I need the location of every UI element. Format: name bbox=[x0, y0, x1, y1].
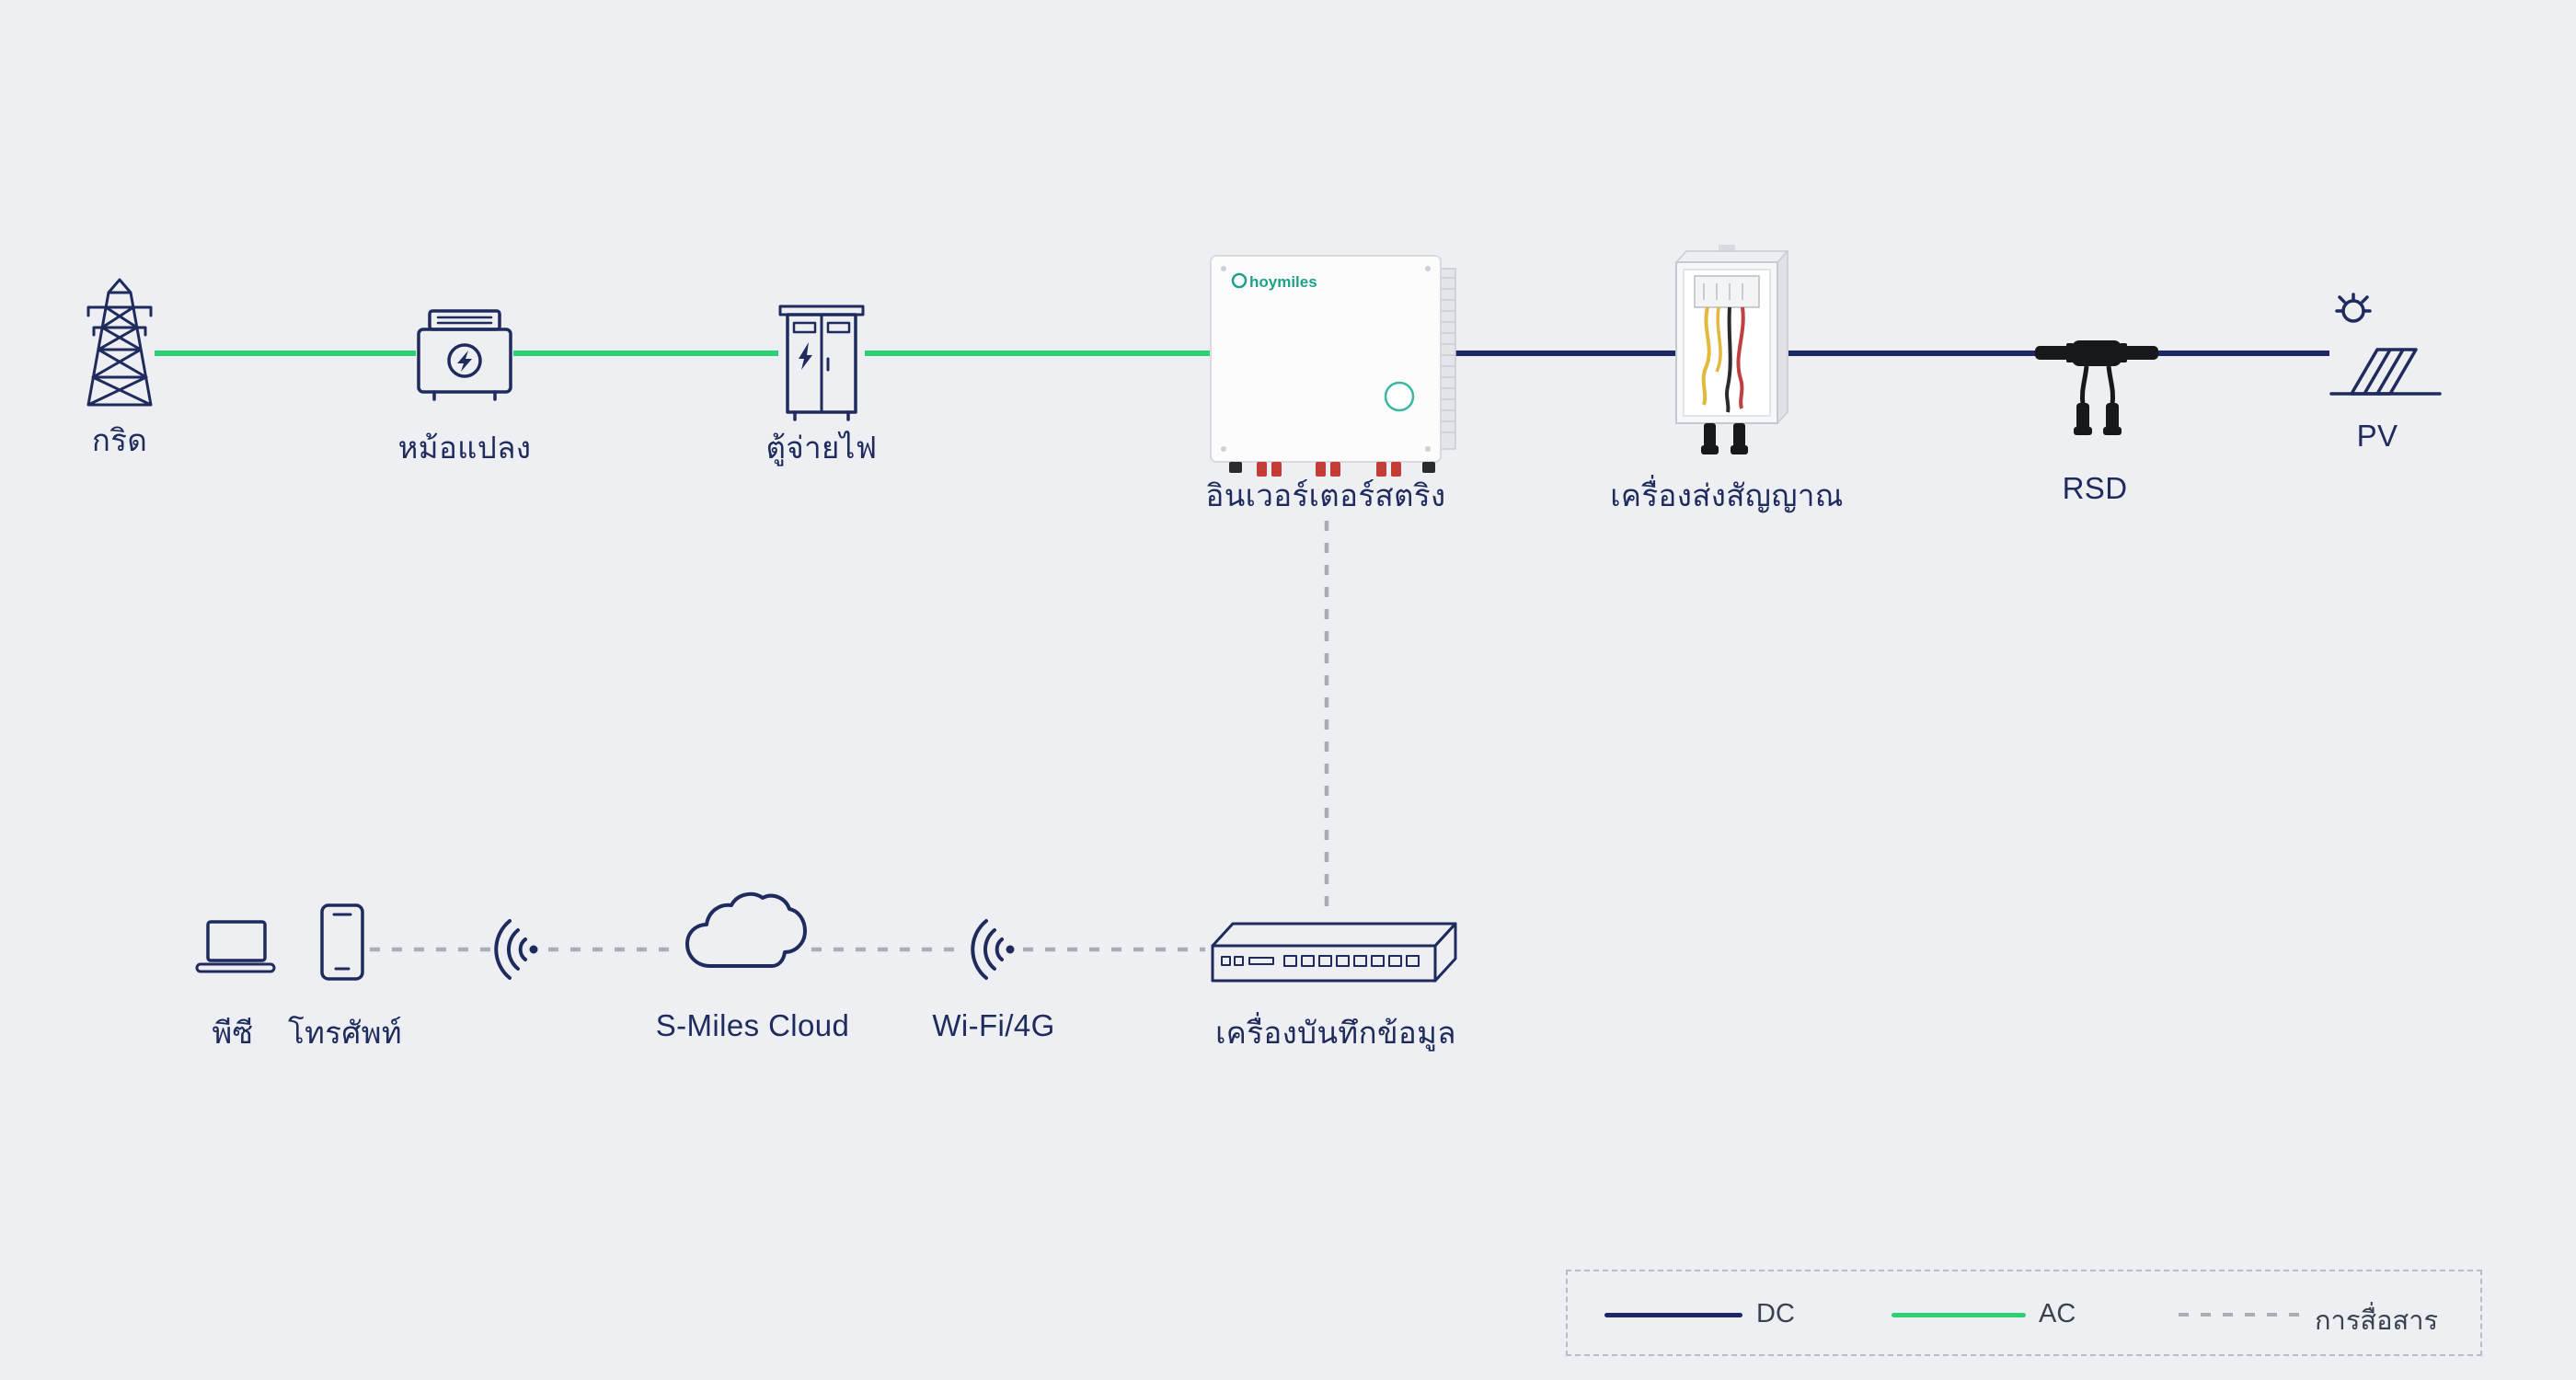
wifi-4g-signal-icon bbox=[971, 919, 1015, 980]
phone-icon bbox=[320, 903, 364, 981]
wifi-label: Wi-Fi/4G bbox=[932, 1008, 1055, 1042]
pv-label: PV bbox=[2356, 419, 2398, 453]
inverter-label: อินเวอร์เตอร์สตริง bbox=[1205, 478, 1446, 512]
legend-ac-label: AC bbox=[2039, 1299, 2076, 1328]
cloud-label: S-Miles Cloud bbox=[655, 1008, 850, 1042]
distribution-label: ตู้จ่ายไฟ bbox=[765, 431, 878, 465]
rsd-icon bbox=[2035, 340, 2158, 435]
legend-comm-line bbox=[2179, 1313, 2302, 1317]
legend-box: DC AC การสื่อสาร bbox=[1566, 1270, 2482, 1356]
legend-dc-label: DC bbox=[1756, 1299, 1795, 1328]
hoymiles-logo: hoymiles bbox=[1231, 272, 1317, 291]
transmitter-connectors bbox=[1701, 423, 1748, 454]
distribution-cabinet-icon bbox=[778, 305, 865, 421]
svg-text:hoymiles: hoymiles bbox=[1249, 273, 1317, 291]
transformer-label: หม้อแปลง bbox=[397, 431, 532, 465]
legend-dc-line bbox=[1604, 1313, 1742, 1317]
string-inverter-icon: hoymiles bbox=[1210, 255, 1456, 477]
pc-label: พีซี bbox=[212, 1016, 254, 1050]
comm-lines bbox=[370, 521, 1329, 952]
wifi-signal-icon bbox=[494, 919, 538, 980]
legend-comm-label: การสื่อสาร bbox=[2315, 1306, 2439, 1336]
pv-panel-icon bbox=[2329, 293, 2442, 396]
cloud-icon bbox=[685, 891, 807, 968]
rsd-label: RSD bbox=[2062, 471, 2128, 505]
phone-label: โทรศัพท์ bbox=[287, 1016, 403, 1050]
transmitter-label: เครื่องส่งสัญญาณ bbox=[1610, 478, 1844, 512]
transmitter-icon bbox=[1674, 245, 1789, 454]
legend-ac-line bbox=[1892, 1313, 2026, 1317]
grid-label: กริด bbox=[91, 423, 148, 457]
grid-tower-icon bbox=[86, 278, 153, 407]
datalogger-label: เครื่องบันทึกข้อมูล bbox=[1215, 1016, 1456, 1050]
datalogger-icon bbox=[1211, 922, 1457, 983]
pc-laptop-icon bbox=[195, 920, 276, 973]
inverter-dc-connectors bbox=[1229, 462, 1435, 477]
transformer-icon bbox=[417, 309, 512, 401]
inverter-badge bbox=[1384, 381, 1415, 412]
